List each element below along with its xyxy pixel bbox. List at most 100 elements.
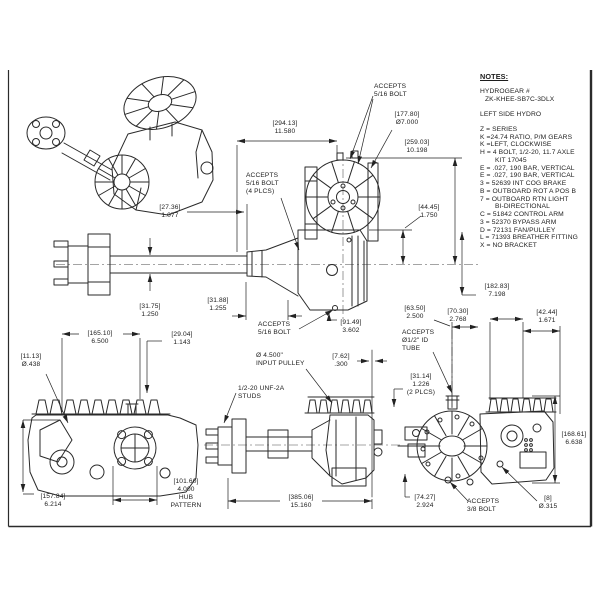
callout-line: ACCEPTS <box>402 329 435 336</box>
dim-31-88: [31.88] 1.255 <box>207 297 228 313</box>
callout-accepts-38-bolt: ACCEPTS 3/8 BOLT <box>467 498 499 514</box>
dim-mm: [157.84] <box>40 493 66 500</box>
note-line: K =24.74 RATIO, P/M GEARS <box>480 133 573 141</box>
dim-in: 3.602 <box>342 326 360 334</box>
dim-in: 6.214 <box>44 500 62 508</box>
drawing-frame <box>7 70 593 528</box>
dim-165-10: [165.10] 6.500 <box>87 330 112 346</box>
side-view <box>205 349 383 498</box>
dim-in: 1.250 <box>141 310 159 318</box>
dim-mm: [294.13] <box>272 120 298 127</box>
dim-in: 1.255 <box>209 304 227 312</box>
dim-mm: [8] <box>544 495 552 502</box>
dim-in: 6.638 <box>565 438 583 446</box>
note-line: BI-DIRECTIONAL <box>495 203 550 211</box>
dim-note: HUB <box>178 493 194 501</box>
part-number: ZK-KHEE-SB7C-3DLX <box>485 96 555 104</box>
callout-line: TUBE <box>402 344 421 352</box>
dim-mm: [29.04] <box>171 331 193 338</box>
dim-note: (2 PLCS) <box>406 388 436 396</box>
callout-line: 5/16 BOLT <box>246 179 279 187</box>
rear-right-view <box>397 395 557 486</box>
dim-mm: [101.60] <box>173 478 199 485</box>
dim-in: Ø.315 <box>538 502 558 510</box>
note-line: KIT 17045 <box>495 156 527 164</box>
dim-31-75: [31.75] 1.250 <box>139 303 160 319</box>
dim-7-62: [7.62] .300 <box>332 353 349 369</box>
dim-259-03: [259.03] 10.198 <box>404 139 429 155</box>
dim-42-44: [42.44] 1.671 <box>536 309 557 325</box>
note-line: B = OUTBOARD ROT A POS B <box>480 187 577 195</box>
dim-294-13: [294.13] 11.580 <box>272 120 297 136</box>
callout-studs: 1/2-20 UNF-2A STUDS <box>238 385 284 401</box>
dim-in: 1.077 <box>161 211 179 219</box>
note-line: D = 72131 FAN/PULLEY <box>480 226 556 234</box>
isometric-view <box>26 76 214 216</box>
centerlines <box>56 152 478 446</box>
callout-line: STUDS <box>238 392 262 400</box>
dim-in: 1.143 <box>173 338 191 346</box>
dim-in: 15.160 <box>290 501 312 509</box>
dim-101-60: [101.60] 4.000 HUB PATTERN <box>171 478 202 510</box>
callout-line: ACCEPTS <box>374 83 407 90</box>
dim-mm: [259.03] <box>404 139 430 146</box>
callout-accepts-516-bolt-bottom: ACCEPTS 5/16 BOLT <box>258 321 291 337</box>
dim-in: Ø.438 <box>21 360 41 368</box>
dim-mm: [182.83] <box>484 283 510 290</box>
dimension-lines <box>20 95 561 509</box>
callout-line: INPUT PULLEY <box>256 359 305 367</box>
dim-mm: [42.44] <box>536 309 558 316</box>
dim-in: 1.671 <box>538 316 556 324</box>
callout-line: Ø1/2" ID <box>402 336 429 344</box>
dim-mm: [168.61] <box>561 431 587 438</box>
dim-157-84: [157.84] 6.214 <box>40 493 65 509</box>
dim-in: .300 <box>334 360 348 368</box>
note-line: 3 = 52370 BYPASS ARM <box>480 218 557 226</box>
rear-left-view <box>27 399 199 497</box>
note-line: H = 4 BOLT, 1/2-20, 11.7 AXLE <box>480 149 575 157</box>
dim-mm: [165.10] <box>87 330 113 337</box>
part-number-label: HYDROGEAR # <box>480 88 530 96</box>
dim-in: 2.500 <box>406 312 424 320</box>
note-line: Z = SERIES <box>480 125 518 133</box>
dim-mm: [31.75] <box>139 303 161 310</box>
dim-in: 2.924 <box>416 501 434 509</box>
dim-in: 11.580 <box>274 127 296 135</box>
callout-line: 1/2-20 UNF-2A <box>238 385 285 392</box>
dim-385-06: [385.06] 15.160 <box>288 494 313 510</box>
dim-in: 10.198 <box>406 146 428 154</box>
callout-line: (4 PLCS) <box>246 187 275 195</box>
dim-mm: [7.62] <box>332 353 350 360</box>
dim-11-13: [11.13] Ø.438 <box>21 353 42 369</box>
dim-mm: [74.27] <box>414 494 436 501</box>
note-line: X = NO BRACKET <box>480 242 537 250</box>
dim-mm: [31.14] <box>410 373 432 380</box>
dim-177-80: [177.80] Ø7.000 <box>394 111 419 127</box>
dim-mm: [31.88] <box>207 297 229 304</box>
callout-line: ACCEPTS <box>246 172 279 179</box>
dim-note: PATTERN <box>170 501 202 509</box>
dim-74-27: [74.27] 2.924 <box>414 494 435 510</box>
dim-63-50: [63.50] 2.500 <box>404 305 425 321</box>
dim-mm: [63.50] <box>404 305 426 312</box>
dim-in: 7.198 <box>488 290 506 298</box>
notes-heading: NOTES: <box>480 72 509 81</box>
note-line: 3 = 52639 INT COG BRAKE <box>480 180 567 188</box>
note-line: L = 71393 BREATHER FITTING <box>480 234 578 242</box>
callout-line: 5/16 BOLT <box>374 90 407 98</box>
note-line: C = 51842 CONTROL ARM <box>480 211 564 219</box>
callout-line: 3/8 BOLT <box>467 505 496 513</box>
dim-mm: [385.06] <box>288 494 314 501</box>
dim-182-83: [182.83] 7.198 <box>484 283 509 299</box>
dim-in: 1.750 <box>420 211 438 219</box>
dim-mm: [70.30] <box>447 308 469 315</box>
dim-168-61: [168.61] 6.638 <box>561 431 586 447</box>
dim-8: [8] Ø.315 <box>539 495 558 511</box>
notes-panel: NOTES: HYDROGEAR # ZK-KHEE-SB7C-3DLX LEF… <box>480 72 592 250</box>
callout-line: Ø 4.500" <box>256 352 284 359</box>
note-line: K =LEFT, CLOCKWISE <box>480 141 552 149</box>
dim-44-45: [44.45] 1.750 <box>418 204 439 220</box>
dim-mm: [27.36] <box>159 204 181 211</box>
